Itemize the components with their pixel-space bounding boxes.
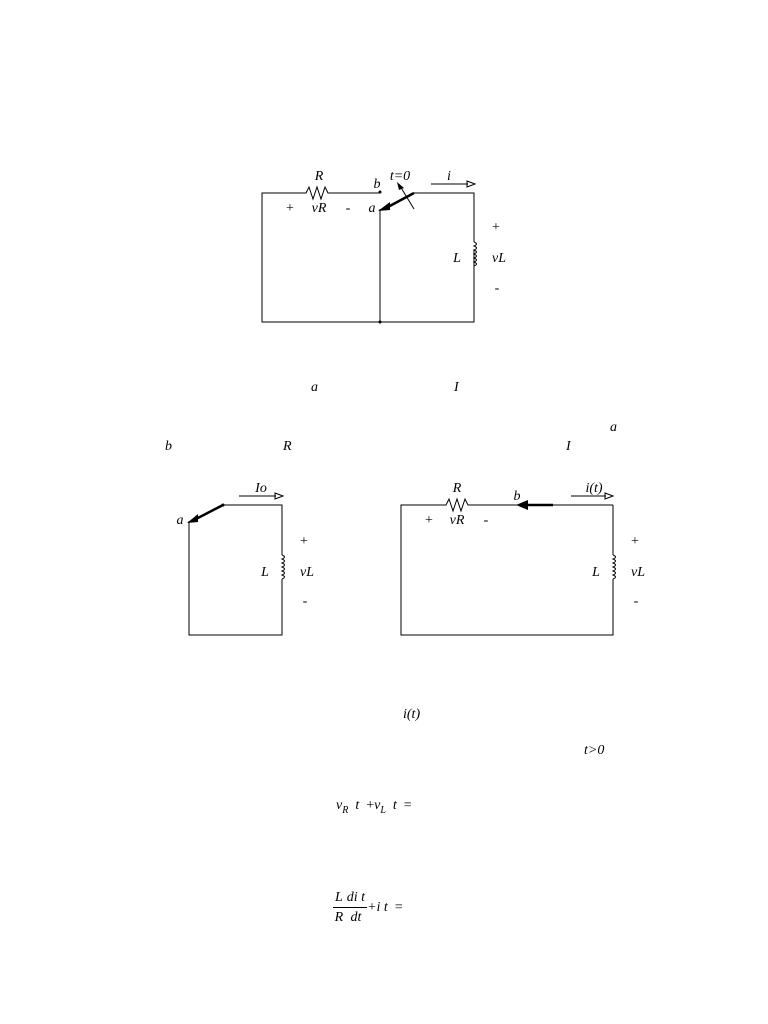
right-vl-plus: + [631, 534, 639, 549]
top-vl-minus: - [495, 281, 500, 296]
text-fragment-R: R [283, 439, 292, 454]
top-resistor-label: R [314, 169, 324, 184]
left-inductor [280, 554, 285, 580]
left-vl-minus: - [303, 594, 308, 609]
top-switch-arrowhead [378, 202, 390, 211]
right-vl-minus: - [634, 594, 639, 609]
right-vr-label: vR [450, 513, 465, 528]
text-fragment-I: I [454, 380, 459, 395]
left-vl-plus: + [300, 534, 308, 549]
left-inductor-label: L [260, 565, 269, 580]
top-switch-motion-arrow [397, 182, 404, 190]
eq2-fraction-l-over-r: L R [333, 890, 345, 926]
left-top-right-wire [223, 504, 283, 555]
right-current-label: i(t) [585, 481, 602, 496]
right-terminal-b-label: b [514, 489, 521, 504]
top-terminal-b-label: b [374, 177, 381, 192]
eq1-sub-l: L [380, 804, 386, 816]
top-current-arrowhead [466, 180, 477, 188]
top-resistor [300, 185, 380, 201]
top-inductor [472, 241, 477, 267]
right-switch-arrowhead [516, 500, 528, 510]
top-vr-minus: - [346, 201, 351, 216]
right-vr-plus: + [425, 513, 433, 528]
left-vl-label: vL [300, 565, 314, 580]
eq2-denominator-r: R [334, 910, 344, 925]
eq1-v-l: v [374, 798, 381, 813]
right-loop-wire [400, 504, 614, 636]
left-circuit: Io a L + vL - [177, 481, 314, 636]
top-inductor-label: L [452, 251, 461, 266]
eq2-numerator-di: di t [344, 890, 368, 908]
eq1-sub-r: R [342, 804, 349, 816]
text-fragment-b: b [165, 439, 172, 454]
text-fragment-t-greater-0: t>0 [584, 743, 605, 758]
right-vr-minus: - [484, 513, 489, 528]
eq1-t2: t [392, 798, 397, 813]
differential-equation: L R di t dt +i t = [333, 890, 403, 926]
eq1-plus: + [366, 798, 375, 813]
left-current-label: Io [254, 481, 267, 496]
left-current-arrowhead [274, 492, 285, 500]
text-fragment-a: a [610, 420, 617, 435]
text-fragment-a: a [311, 380, 318, 395]
text-fragment-i-of-t: i(t) [403, 707, 421, 722]
eq2-plus-i: +i [367, 900, 381, 915]
top-switch-arm [385, 191, 415, 210]
top-vr-label: vR [312, 201, 327, 216]
right-current-arrowhead [604, 492, 615, 500]
top-right-wire [414, 192, 475, 242]
top-switch-time-label: t=0 [390, 169, 410, 184]
kvl-equation: vR t +vL t = [336, 798, 412, 816]
left-switch-arrowhead [187, 514, 198, 523]
right-inductor-label: L [591, 565, 600, 580]
top-circuit: R + vR - b a t=0 i L + vL - [261, 169, 506, 324]
eq1-equals: = [403, 798, 412, 813]
text-fragment-I: I [566, 439, 571, 454]
top-junction-dot [378, 320, 382, 324]
top-switch-motion [399, 185, 415, 210]
top-current-label: i [447, 169, 451, 184]
top-terminal-a-label: a [369, 201, 376, 216]
top-vl-label: vL [492, 251, 506, 266]
left-switch-pivot [221, 503, 225, 507]
eq1-t1: t [355, 798, 360, 813]
left-switch-arm [193, 503, 224, 522]
eq2-equals: = [394, 900, 403, 915]
eq2-numerator-l: L [333, 890, 345, 908]
eq2-denominator-dt: dt [350, 910, 362, 925]
top-loop-wire [261, 192, 475, 323]
top-vr-plus: + [286, 201, 294, 216]
right-resistor-label: R [452, 481, 462, 496]
top-terminal-b-dot [378, 190, 382, 194]
eq2-t: t [383, 900, 388, 915]
eq2-fraction-di-over-dt: di t dt [344, 890, 368, 926]
top-vl-plus: + [492, 220, 500, 235]
left-terminal-a-label: a [177, 513, 184, 528]
right-inductor [611, 554, 616, 580]
right-circuit: R + vR - b i(t) L + vL - [400, 481, 645, 636]
eq1-v-r: v [336, 798, 343, 813]
right-resistor [440, 497, 518, 513]
left-bottom-wire [188, 521, 283, 636]
right-vl-label: vL [631, 565, 645, 580]
